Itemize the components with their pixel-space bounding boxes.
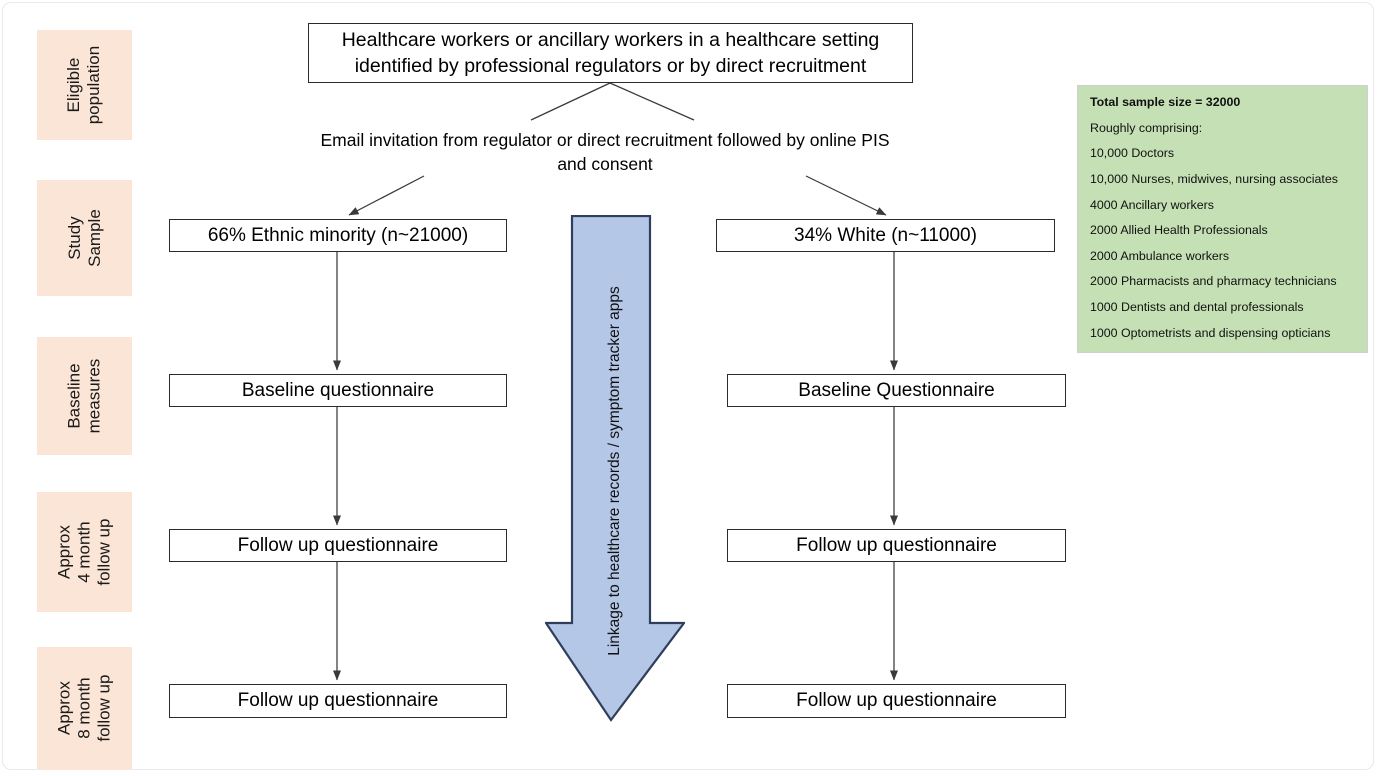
recruitment-caption: Email invitation from regulator or direc… — [320, 129, 890, 176]
linkage-arrow — [545, 215, 685, 727]
stage-label-approx-4-month-follow-up: Approx 4 month follow up — [37, 492, 132, 612]
node-ethnic-baseline-questionnaire: Baseline questionnaire — [169, 374, 507, 407]
connector-caption-to-ethnic-minority-arm — [348, 175, 425, 216]
node-ethnic-baseline-text: Baseline questionnaire — [241, 379, 435, 401]
node-white-followup-8m: Follow up questionnaire — [727, 684, 1066, 718]
connector-caption-to-white-arm — [805, 175, 887, 216]
node-white-followup-4m: Follow up questionnaire — [727, 529, 1066, 562]
node-ethnic-followup-4m-text: Follow up questionnaire — [237, 534, 439, 556]
sample-panel-line: 1000 Dentists and dental professionals — [1090, 300, 1304, 315]
node-white-baseline-text: Baseline Questionnaire — [798, 379, 995, 401]
sample-panel-line: Total sample size = 32000 — [1090, 95, 1241, 109]
node-ethnic-followup-8m: Follow up questionnaire — [169, 684, 507, 718]
node-ethnic-minority-arm: 66% Ethnic minority (n~21000) — [169, 219, 507, 252]
node-white-baseline-questionnaire: Baseline Questionnaire — [727, 374, 1066, 407]
stage-label-text: Study Sample — [64, 209, 104, 267]
sample-panel-line: Roughly comprising: — [1090, 120, 1203, 135]
recruitment-caption-text: Email invitation from regulator or direc… — [320, 130, 890, 174]
node-ethnic-followup-4m: Follow up questionnaire — [169, 529, 507, 562]
node-ethnic-followup-8m-text: Follow up questionnaire — [237, 690, 439, 711]
sample-panel-line: 10,000 Doctors — [1090, 146, 1175, 161]
sample-panel-line: 2000 Pharmacists and pharmacy technician… — [1090, 274, 1337, 289]
sample-panel-line: 1000 Optometrists and dispensing opticia… — [1090, 325, 1331, 340]
stage-label-text: Eligible population — [64, 45, 104, 125]
connector-fan-from-eligible-population — [530, 82, 695, 121]
stage-label-text: Baseline measures — [64, 358, 104, 434]
node-white-followup-8m-text: Follow up questionnaire — [796, 690, 997, 711]
stage-label-baseline-measures: Baseline measures — [37, 337, 132, 455]
sample-panel-line: 10,000 Nurses, midwives, nursing associa… — [1090, 171, 1338, 186]
stage-label-text: Approx 4 month follow up — [54, 518, 114, 586]
stage-label-text: Approx 8 month follow up — [54, 674, 114, 743]
node-eligible-population-text: Healthcare workers or ancillary workers … — [341, 28, 880, 77]
node-white-arm: 34% White (n~11000) — [716, 219, 1055, 252]
stage-label-eligible-population: Eligible population — [37, 30, 132, 140]
sample-panel-line: 4000 Ancillary workers — [1090, 197, 1214, 212]
sample-panel-line: 2000 Ambulance workers — [1090, 248, 1230, 263]
node-eligible-population: Healthcare workers or ancillary workers … — [308, 23, 913, 83]
sample-panel-line: 2000 Allied Health Professionals — [1090, 223, 1268, 238]
stage-label-study-sample: Study Sample — [37, 180, 132, 296]
node-ethnic-minority-arm-text: 66% Ethnic minority (n~21000) — [207, 224, 469, 246]
node-white-arm-text: 34% White (n~11000) — [794, 224, 977, 246]
stage-label-approx-8-month-follow-up: Approx 8 month follow up — [37, 647, 132, 770]
node-white-followup-4m-text: Follow up questionnaire — [796, 534, 997, 556]
